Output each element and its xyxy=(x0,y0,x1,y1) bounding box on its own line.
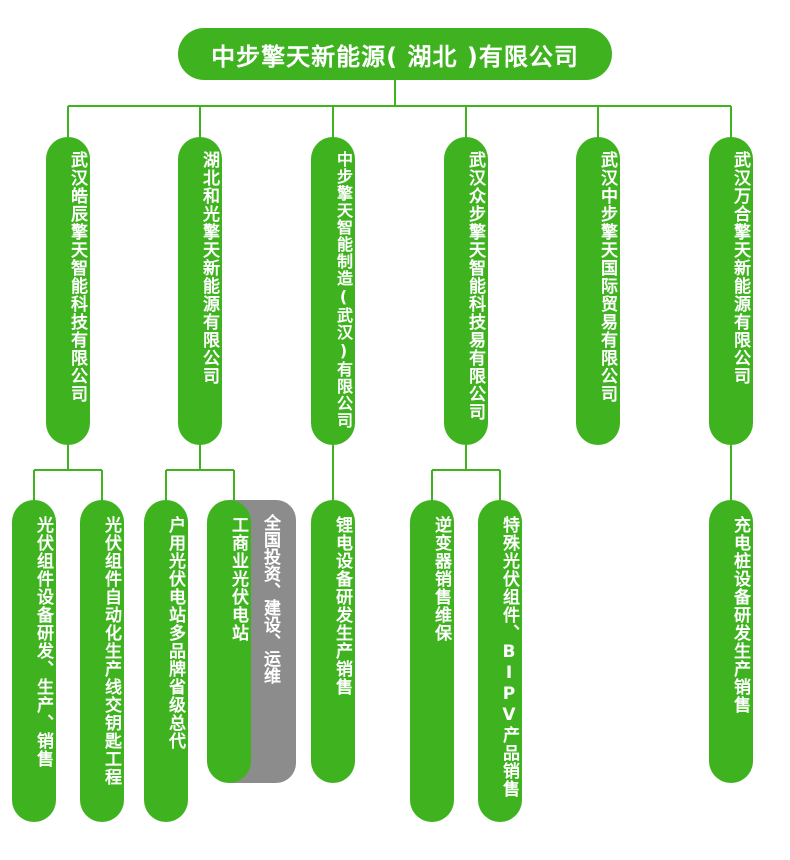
business-node-4: 工商业光伏电站 xyxy=(207,500,251,783)
company-node-3: 中步擎天智能制造(武汉)有限公司 xyxy=(311,137,355,445)
company-name-4: 武汉众步擎天智能科技易有限公司 xyxy=(465,151,485,421)
company-name-5: 武汉中步擎天国际贸易有限公司 xyxy=(597,151,617,403)
company-node-5: 武汉中步擎天国际贸易有限公司 xyxy=(576,137,620,445)
business-node-8: 充电桩设备研发生产销售 xyxy=(709,500,753,783)
business-name-7: 特殊光伏组件、BIPV产品销售 xyxy=(499,516,519,798)
company-node-2: 湖北和光擎天新能源有限公司 xyxy=(178,137,222,445)
company-node-4: 武汉众步擎天智能科技易有限公司 xyxy=(444,137,488,445)
business-name-2: 光伏组件自动化生产线交钥匙工程 xyxy=(101,516,121,786)
company-node-1: 武汉皓辰擎天智能科技有限公司 xyxy=(46,137,90,445)
business-node-3: 户用光伏电站多品牌省级总代 xyxy=(144,500,188,822)
business-node-2: 光伏组件自动化生产线交钥匙工程 xyxy=(80,500,124,822)
company-name-6: 武汉万合擎天新能源有限公司 xyxy=(730,151,750,385)
investment-note-text: 全国投资、建设、运维 xyxy=(260,514,280,684)
company-name-2: 湖北和光擎天新能源有限公司 xyxy=(199,151,219,385)
business-name-3: 户用光伏电站多品牌省级总代 xyxy=(165,516,185,750)
business-name-1: 光伏组件设备研发、生产、销售 xyxy=(33,516,53,768)
business-node-1: 光伏组件设备研发、生产、销售 xyxy=(12,500,56,822)
root-company-node: 中步擎天新能源( 湖北 )有限公司 xyxy=(178,28,612,80)
company-name-1: 武汉皓辰擎天智能科技有限公司 xyxy=(67,151,87,403)
business-node-5: 锂电设备研发生产销售 xyxy=(311,500,355,783)
company-name-3: 中步擎天智能制造(武汉)有限公司 xyxy=(334,151,353,429)
business-node-7: 特殊光伏组件、BIPV产品销售 xyxy=(478,500,522,822)
business-node-6: 逆变器销售维保 xyxy=(410,500,454,822)
company-node-6: 武汉万合擎天新能源有限公司 xyxy=(709,137,753,445)
business-name-6: 逆变器销售维保 xyxy=(431,516,451,642)
business-name-5: 锂电设备研发生产销售 xyxy=(332,516,352,696)
root-company-name: 中步擎天新能源( 湖北 )有限公司 xyxy=(211,42,579,71)
business-name-8: 充电桩设备研发生产销售 xyxy=(730,516,750,714)
business-name-4: 工商业光伏电站 xyxy=(228,516,248,642)
